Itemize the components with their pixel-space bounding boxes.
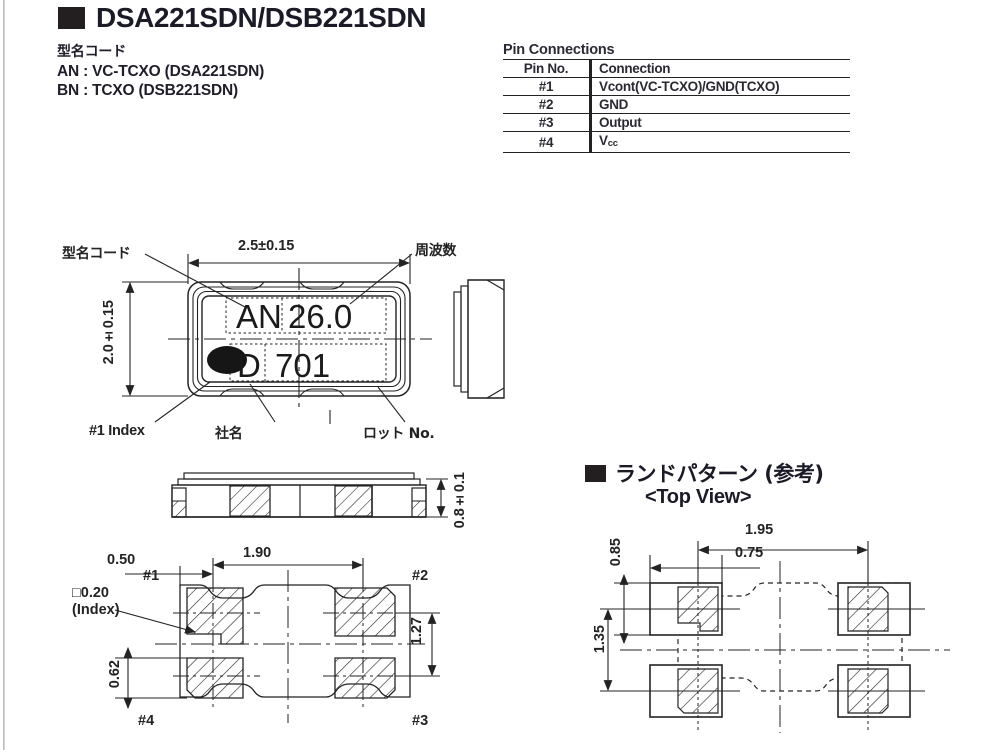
cell-connection-1: Vcont(VC-TCXO)/GND(TCXO) <box>590 77 850 96</box>
table-header-row: Pin No. Connection <box>503 59 850 78</box>
top-view-drawing: AN 26.0 D 701 <box>60 232 560 447</box>
filled-square-icon <box>58 7 85 29</box>
note-index-size: □0.20 <box>72 585 109 601</box>
dim-land-pad-height: 0.85 <box>608 538 624 567</box>
cell-connection-4: Vcc <box>590 131 850 153</box>
model-code-heading: 型名コード <box>57 44 126 60</box>
index-dot-icon <box>207 346 247 374</box>
dim-pad-span-x: 1.90 <box>243 545 272 561</box>
land-pattern-drawing <box>600 525 970 740</box>
model-code-line-1: AN : VC-TCXO (DSA221SDN) <box>57 63 265 80</box>
dim-land-outer-y: 1.35 <box>592 625 608 654</box>
dim-pad-span-y: 1.27 <box>409 617 425 646</box>
callout-model-code: 型名コード <box>62 246 131 262</box>
page-edge-artifact <box>3 0 5 750</box>
cell-connection-3: Output <box>590 113 850 132</box>
land-pattern-heading-text: ランドパターン (参考) <box>615 462 824 486</box>
col-header-pin-no: Pin No. <box>503 59 592 78</box>
cell-pin-4: #4 <box>503 131 592 153</box>
note-index-label: (Index) <box>72 602 120 618</box>
cell-connection-2: GND <box>590 95 850 114</box>
callout-lot-no: ロット No. <box>363 426 435 442</box>
callout-frequency: 周波数 <box>415 243 457 259</box>
pin-connections-table: Pin Connections Pin No. Connection #1 Vc… <box>503 42 850 153</box>
dim-land-inner-x: 0.75 <box>735 545 764 561</box>
dim-top-view-width: 2.5±0.15 <box>238 238 295 254</box>
col-header-connection: Connection <box>590 59 850 78</box>
land-pattern-heading: ランドパターン (参考) <box>585 458 824 488</box>
pin-connections-caption: Pin Connections <box>503 42 615 58</box>
pin-label-3: #3 <box>412 713 429 729</box>
pin-label-4: #4 <box>138 713 155 729</box>
callout-index: #1 Index <box>89 423 145 439</box>
dim-top-view-height: 2.0±0.15 <box>101 300 117 365</box>
cell-connection-4-text: Vcc <box>599 133 618 149</box>
pin-label-2: #2 <box>412 568 429 584</box>
page-title-text: DSA221SDN/DSB221SDN <box>96 2 427 33</box>
callout-company: 社名 <box>215 426 243 442</box>
marking-company: D <box>237 347 261 384</box>
bottom-view-drawing <box>95 548 475 743</box>
pin-table: Pin No. Connection #1 Vcont(VC-TCXO)/GND… <box>503 59 850 153</box>
cell-pin-2: #2 <box>503 95 592 114</box>
marking-lot-no: 701 <box>275 347 330 384</box>
table-row: #1 Vcont(VC-TCXO)/GND(TCXO) <box>503 77 850 96</box>
model-code-line-2: BN : TCXO (DSB221SDN) <box>57 82 238 99</box>
cell-pin-1: #1 <box>503 77 592 96</box>
page-title: DSA221SDN/DSB221SDN <box>58 2 426 34</box>
cell-pin-3: #3 <box>503 113 592 132</box>
side-view-drawing <box>160 468 460 538</box>
filled-square-icon <box>585 464 606 482</box>
table-row: #2 GND <box>503 95 850 114</box>
land-pattern-subheading: <Top View> <box>645 486 752 508</box>
dim-side-view-height: 0.8±0.1 <box>452 472 468 529</box>
dim-pad-offset-y: 0.62 <box>107 660 123 689</box>
marking-frequency: 26.0 <box>288 298 352 335</box>
marking-model-code: AN <box>236 298 282 335</box>
dim-pad-offset-x: 0.50 <box>107 552 136 568</box>
table-row: #4 Vcc <box>503 131 850 153</box>
pin-label-1: #1 <box>143 568 160 584</box>
model-code-legend: 型名コード AN : VC-TCXO (DSA221SDN) BN : TCXO… <box>57 42 264 100</box>
table-row: #3 Output <box>503 113 850 132</box>
dim-land-outer-x: 1.95 <box>745 522 774 538</box>
